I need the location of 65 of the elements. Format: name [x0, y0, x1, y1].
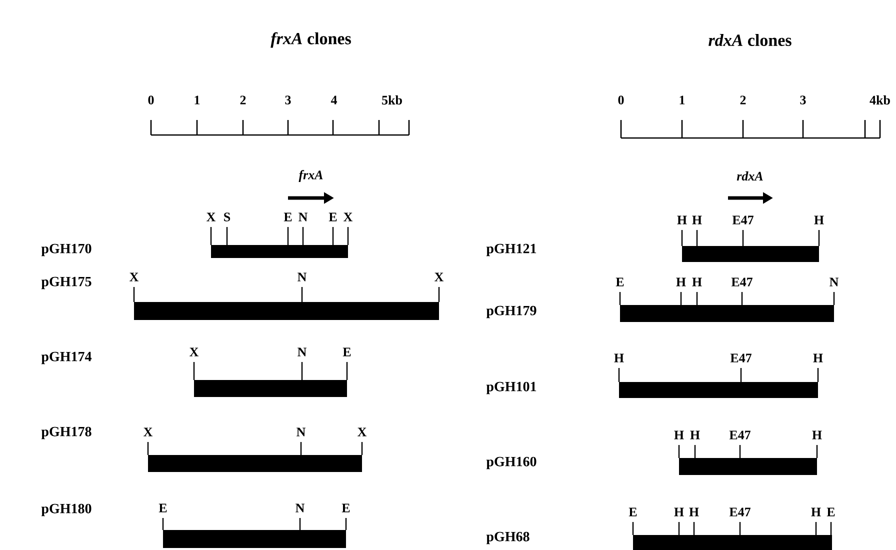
scale-label: 0	[618, 96, 624, 104]
site-label: X	[190, 348, 199, 356]
scale-label: 4kb	[870, 95, 890, 105]
site-label: N	[298, 348, 307, 356]
site-label: E47	[730, 354, 752, 362]
scale-label: 3	[800, 96, 806, 104]
scale-label: 2	[240, 96, 246, 104]
site-label: S	[224, 212, 230, 222]
scale-label: 2	[740, 96, 746, 104]
site-label: X	[206, 212, 216, 222]
site-label: X	[344, 212, 353, 222]
site-label: E47	[729, 430, 751, 440]
clone-name: pGH174	[41, 352, 92, 364]
clone-name: pGH170	[41, 244, 92, 256]
site-label: E	[284, 212, 292, 222]
site-label: E47	[731, 278, 753, 286]
site-label: X	[130, 272, 139, 282]
site-label: H	[690, 430, 700, 440]
site-label: H	[614, 354, 624, 362]
site-label: N	[298, 212, 308, 222]
clone-name: pGH160	[486, 456, 536, 470]
scale-label: 1	[194, 96, 200, 104]
site-label: E47	[729, 508, 751, 516]
panel-heading: rdxA clones	[708, 34, 792, 46]
site-label: H	[674, 508, 684, 516]
site-label: N	[296, 504, 305, 512]
site-label: E47	[732, 216, 754, 224]
site-label: H	[677, 216, 687, 224]
site-label: N	[296, 428, 306, 436]
gene-label: rdxA	[736, 171, 763, 181]
site-label: H	[812, 430, 822, 440]
clone-name: pGH101	[486, 382, 536, 394]
site-label: E	[616, 278, 624, 286]
scale-label: 5kb	[382, 95, 402, 105]
site-label: H	[692, 278, 702, 286]
site-label: E	[628, 508, 637, 516]
gene-label: frxA	[298, 170, 323, 182]
site-label: X	[144, 428, 153, 436]
site-label: H	[676, 278, 686, 286]
site-label: H	[692, 216, 702, 224]
scale-label: 1	[680, 96, 685, 104]
site-label: X	[434, 272, 444, 282]
site-label: H	[813, 354, 823, 362]
clone-name: pGH180	[41, 504, 92, 516]
clone-name: pGH121	[486, 244, 536, 256]
site-label: E	[342, 504, 350, 512]
scale-label: 0	[148, 96, 154, 104]
site-label: H	[811, 508, 821, 516]
clone-name: pGH175	[41, 276, 92, 290]
scale-label: 3	[285, 96, 291, 104]
site-label: H	[674, 430, 684, 440]
site-label: E	[328, 212, 337, 222]
site-label: X	[358, 428, 367, 436]
clone-name: pGH178	[41, 426, 92, 440]
panel-heading: frxA clones	[270, 32, 351, 48]
clone-name: pGH179	[486, 306, 536, 318]
site-label: E	[826, 508, 835, 516]
site-label: E	[342, 348, 351, 356]
site-label: N	[298, 272, 307, 282]
site-label: N	[830, 278, 839, 286]
site-label: E	[158, 504, 167, 512]
scale-label: 4	[330, 96, 338, 104]
site-label: H	[814, 216, 824, 224]
site-label: H	[689, 508, 699, 516]
clone-name: pGH68	[486, 532, 530, 544]
